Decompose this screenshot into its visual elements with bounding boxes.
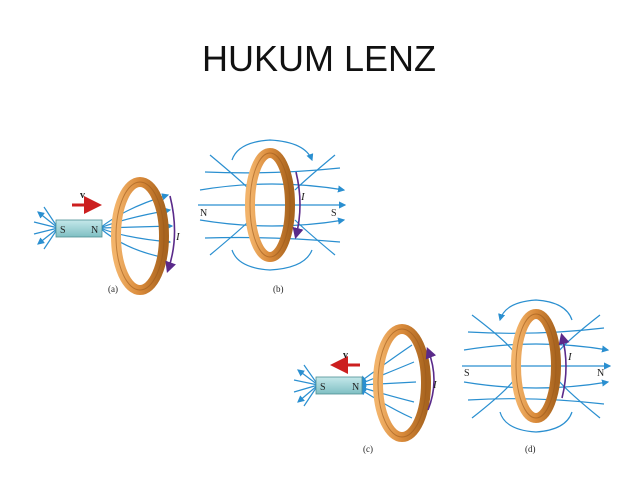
magnet-a — [55, 219, 103, 238]
panel-b: I N S (b) — [198, 139, 347, 294]
current-arrow-c — [425, 347, 437, 411]
magnet-c-north-label: N — [352, 382, 359, 393]
magnet-c-south-label: S — [320, 382, 326, 393]
magnet-c — [315, 376, 363, 395]
caption-b: (b) — [273, 284, 284, 294]
velocity-a-label: v — [80, 190, 85, 201]
caption-d: (d) — [525, 444, 536, 454]
panel-a: S N v I (a) — [33, 177, 181, 295]
pole-d-right-label: N — [597, 368, 604, 379]
panel-c: S N v I (c) — [293, 324, 438, 454]
field-lines-b — [198, 139, 347, 271]
field-lines-c — [293, 344, 417, 419]
current-arrow-a — [165, 195, 176, 274]
magnet-a-north-label: N — [91, 225, 98, 236]
field-lines-d — [462, 299, 612, 433]
current-c-label: I — [432, 379, 438, 391]
current-arrow-d — [558, 332, 570, 399]
current-arrow-b — [292, 171, 304, 240]
current-a-label: I — [175, 231, 181, 243]
pole-b-left-label: N — [200, 208, 207, 219]
panel-d: I S N (d) — [462, 299, 612, 454]
current-d-label: I — [567, 351, 573, 363]
pole-d-left-label: S — [464, 368, 470, 379]
slide-title: HUKUM LENZ — [201, 38, 437, 79]
magnet-a-south-label: S — [60, 225, 66, 236]
field-lines-a — [33, 193, 174, 261]
pole-b-right-label: S — [331, 208, 337, 219]
current-b-label: I — [300, 191, 306, 203]
caption-a: (a) — [108, 284, 118, 294]
velocity-c-label: v — [343, 350, 348, 361]
caption-c: (c) — [363, 444, 373, 454]
